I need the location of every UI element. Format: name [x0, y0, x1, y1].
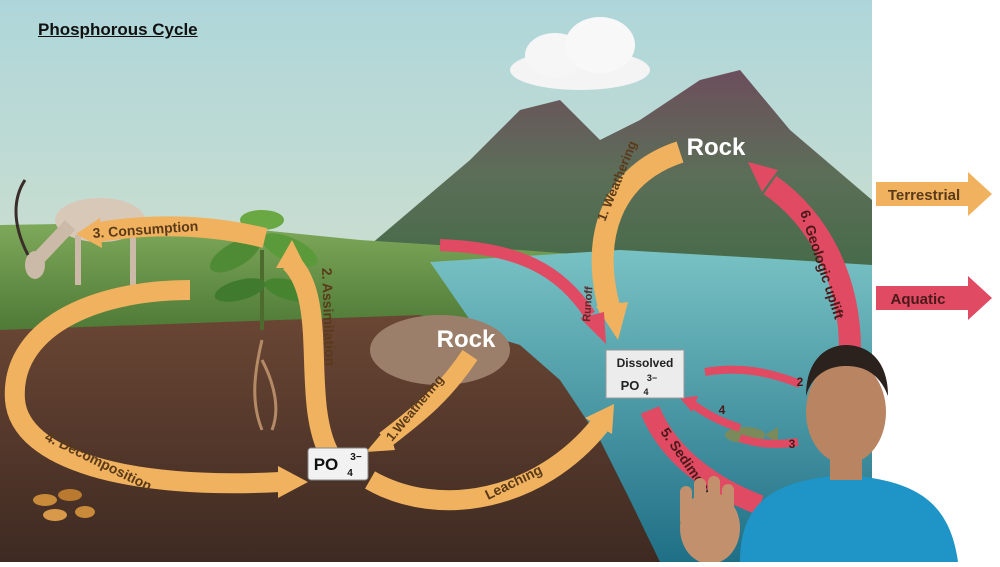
rock-mid-label: Rock	[437, 326, 496, 353]
aquatic-step-4-arrowhead	[680, 396, 698, 412]
legend-aquatic: Aquatic	[876, 276, 992, 320]
decomposition-arrowhead	[278, 466, 308, 498]
aquatic-step-4-label: 4	[719, 403, 726, 417]
rock-boulder	[370, 315, 510, 385]
sedimentation-arrow	[640, 405, 764, 515]
weathering-mid-arrowhead	[366, 426, 395, 452]
runoff-arrow	[439, 239, 595, 319]
runoff-label: Runoff	[581, 286, 595, 323]
assimilation-arrowhead	[276, 240, 306, 268]
soil-po-subscript: 4	[347, 468, 353, 479]
dissolved-phosphate-box: Dissolved PO 4 3−	[605, 349, 685, 399]
assimilation-label: 2. Assimilation	[319, 268, 338, 367]
consumption-arrow	[98, 216, 268, 248]
assimilation-arrow	[282, 254, 340, 460]
geologic-uplift-arrow	[763, 175, 861, 351]
decomposition-arrow	[4, 280, 281, 494]
soil-phosphate-box: PO 4 3−	[307, 447, 369, 481]
runoff-arrowhead	[580, 312, 606, 344]
aquatic-step-3-arrow	[738, 434, 799, 448]
aquatic-step-2-arrow	[704, 365, 802, 388]
decomposer-fungi	[33, 489, 95, 521]
dissolved-label: Dissolved	[617, 356, 674, 370]
aquatic-step-3-label: 3	[789, 437, 796, 451]
presenter-video-overlay	[680, 345, 958, 564]
dissolved-po-superscript: 3−	[647, 373, 657, 383]
leaching-arrow	[365, 418, 608, 511]
legend-terrestrial-label: Terrestrial	[888, 187, 960, 204]
legend-terrestrial: Terrestrial	[876, 172, 992, 216]
rain-cloud	[510, 17, 650, 90]
page-title: Phosphorous Cycle	[38, 20, 198, 39]
dissolved-po-subscript: 4	[643, 387, 648, 397]
soil-po-label: PO	[314, 455, 339, 474]
consumption-arrowhead	[76, 218, 102, 248]
weathering-top-arrow	[591, 141, 684, 314]
legend-aquatic-label: Aquatic	[890, 291, 945, 308]
dissolved-po-label: PO	[621, 378, 640, 393]
geologic-uplift-arrowhead	[748, 162, 778, 192]
leaching-arrowhead	[585, 404, 614, 434]
weathering-mid-arrow	[379, 349, 478, 448]
weathering-top-arrowhead	[596, 302, 628, 340]
aquatic-step-2-label: 2	[797, 375, 804, 389]
lake-water	[430, 250, 872, 562]
rock-top-label: Rock	[687, 134, 746, 161]
soil-po-superscript: 3−	[350, 452, 362, 463]
consumption-label: 3. Consumption	[92, 218, 199, 241]
